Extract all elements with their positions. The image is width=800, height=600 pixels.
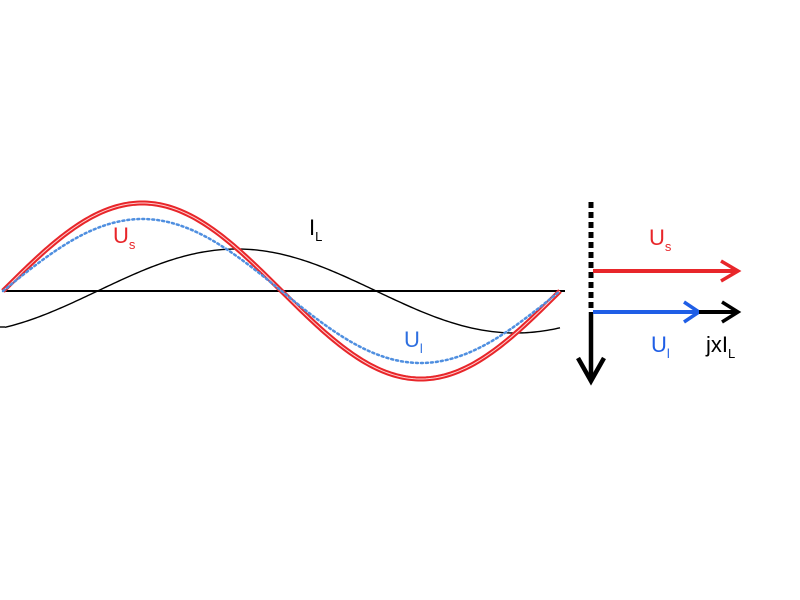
current-il-waveform bbox=[4, 248, 561, 334]
phasor-label-ul: Ul bbox=[651, 332, 670, 361]
waveform-label-us: Us bbox=[113, 223, 136, 252]
waveform-label-ul: Ul bbox=[404, 327, 423, 356]
phasor-label-jxil: jxIL bbox=[705, 332, 735, 361]
phasor-label-us: Us bbox=[649, 225, 672, 254]
phasor-current-il-arrowhead bbox=[576, 356, 606, 386]
phasor-jxil-arrowhead bbox=[721, 300, 742, 324]
load-voltage-ul-waveform bbox=[1, 217, 562, 365]
waveform-label-il: IL bbox=[309, 215, 322, 244]
phasor-us-arrowhead bbox=[720, 259, 742, 283]
